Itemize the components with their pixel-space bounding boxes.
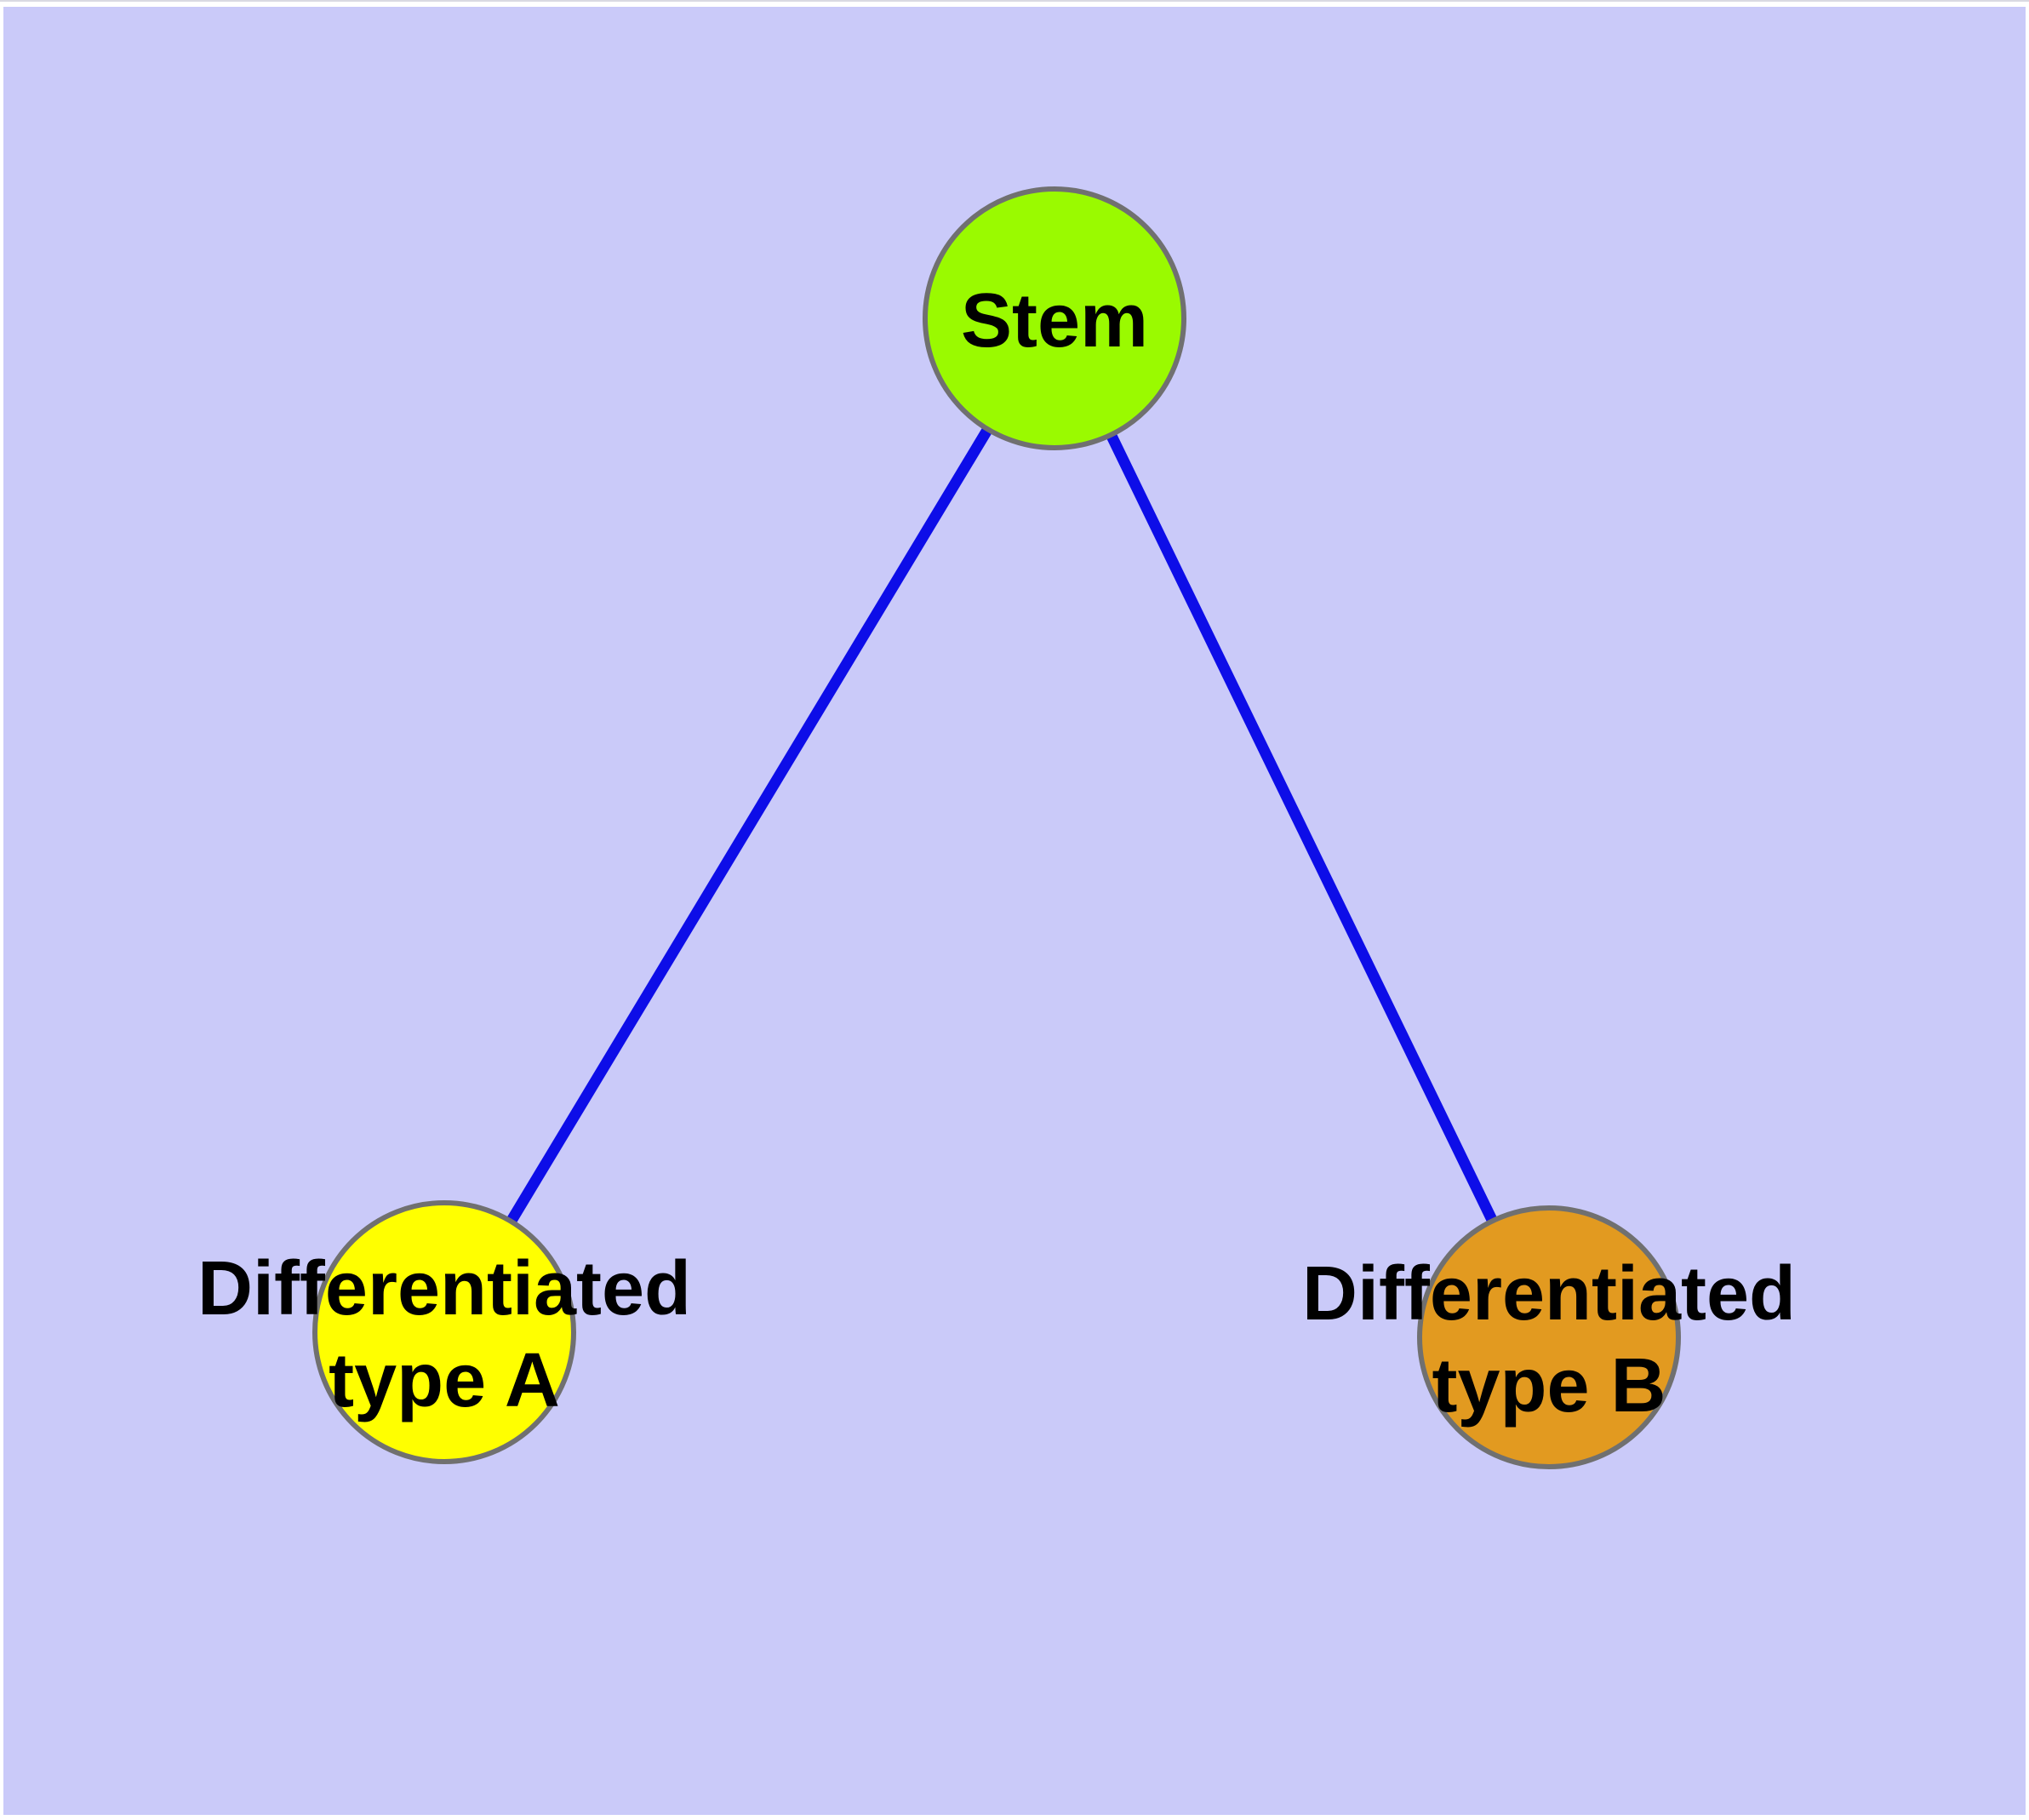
node-differentiated-type-b-label-line-2: type B bbox=[1432, 1343, 1666, 1428]
node-differentiated-type-b-circle[interactable] bbox=[1417, 1205, 1681, 1469]
node-stem[interactable]: Stem bbox=[923, 186, 1186, 450]
node-stem-circle[interactable] bbox=[923, 186, 1186, 450]
node-differentiated-type-b-label-line-1: Differentiated bbox=[1302, 1251, 1796, 1336]
node-stem-label: Stem bbox=[961, 278, 1148, 363]
node-differentiated-type-a-circle[interactable] bbox=[312, 1200, 576, 1464]
edges-layer bbox=[439, 315, 1554, 1340]
edge-stem-differentiated-type-b bbox=[1049, 316, 1554, 1340]
window-top-edge bbox=[0, 0, 2029, 2]
node-differentiated-type-a-label-line-2: type A bbox=[329, 1338, 560, 1423]
edge-stem-differentiated-type-a bbox=[439, 315, 1060, 1336]
node-differentiated-type-a-label-line-1: Differentiated bbox=[197, 1246, 691, 1331]
node-stem-label-line-1: Stem bbox=[961, 278, 1148, 363]
